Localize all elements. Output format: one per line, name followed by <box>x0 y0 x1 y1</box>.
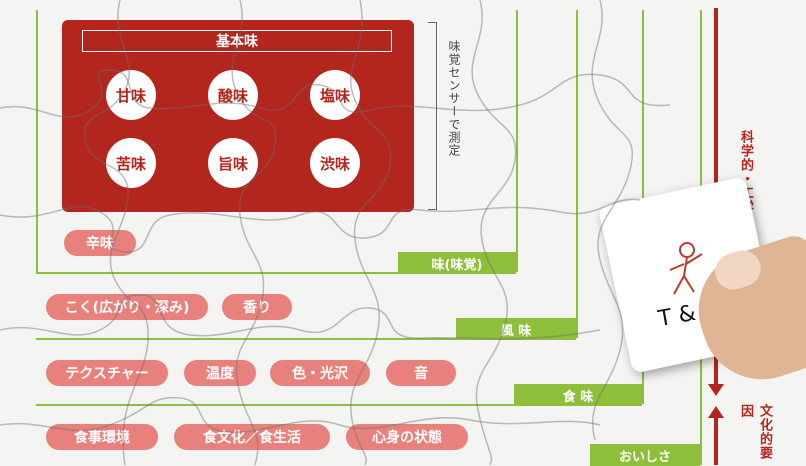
frame-line <box>576 10 578 338</box>
factor-mind-body: 心身の状態 <box>346 424 468 450</box>
culture-arrow <box>714 418 718 465</box>
frame-line <box>36 338 576 340</box>
frame-line <box>36 10 38 272</box>
taste-sour: 酸味 <box>208 70 258 120</box>
person-figure-icon <box>669 242 703 295</box>
frame-line <box>36 272 516 274</box>
level-flavor: 風 味 <box>456 318 576 340</box>
factor-pungent: 辛味 <box>64 230 136 256</box>
factor-dining-environment: 食事環境 <box>46 424 158 450</box>
taste-astringent: 渋味 <box>310 138 360 188</box>
factor-color-gloss: 色・光沢 <box>270 360 370 386</box>
factor-texture: テクスチャー <box>46 360 168 386</box>
taste-salty: 塩味 <box>310 70 360 120</box>
factor-food-culture: 食文化／食生活 <box>174 424 330 450</box>
level-taste: 味(味覚) <box>398 252 516 274</box>
basic-taste-title: 基本味 <box>82 30 392 52</box>
factor-temperature: 温度 <box>184 360 256 386</box>
factor-richness: こく(広がり・深み) <box>46 294 208 320</box>
bracket <box>428 22 437 210</box>
level-food-taste: 食 味 <box>514 384 642 406</box>
taste-umami: 旨味 <box>208 138 258 188</box>
culture-label: 文化的要因 <box>738 404 772 460</box>
frame-line <box>516 10 518 272</box>
level-deliciousness: おいしさ <box>590 444 700 466</box>
factor-aroma: 香り <box>222 294 292 320</box>
sensor-caption: 味覚センサーで測定 <box>447 40 461 157</box>
frame-line <box>36 404 642 406</box>
taste-sweet: 甘味 <box>106 70 156 120</box>
taste-bitter: 苦味 <box>106 138 156 188</box>
factor-sound: 音 <box>386 360 456 386</box>
culture-arrow-head <box>708 406 724 418</box>
science-arrow-head <box>708 384 724 396</box>
